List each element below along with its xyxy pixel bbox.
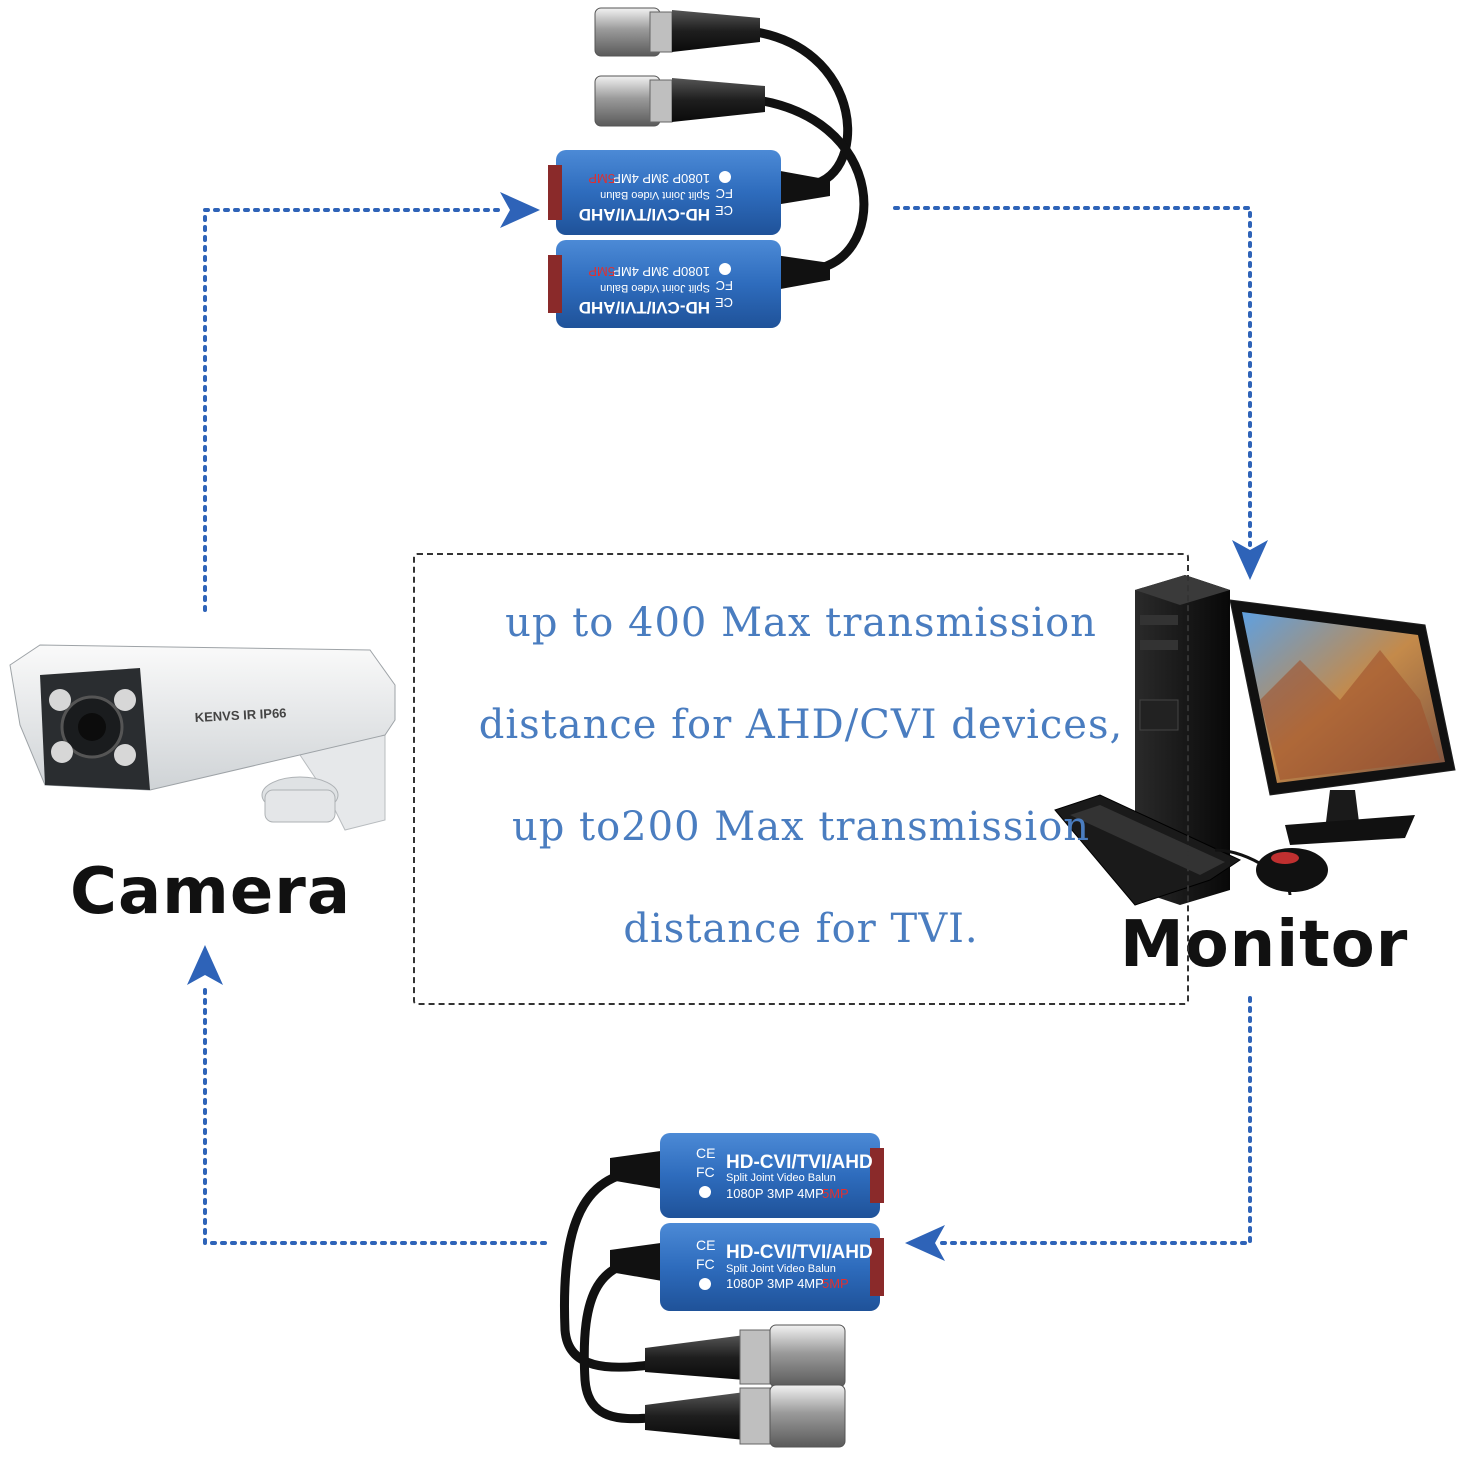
balun-pair-top: HD-CVI/TVI/AHD Split Joint Video Balun 1…: [548, 7, 869, 328]
camera-label: Camera: [70, 855, 351, 929]
balun-subtitle-text: Split Joint Video Balun: [600, 189, 710, 201]
balun-model-text: HD-CVI/TVI/AHD: [726, 1242, 873, 1263]
info-line-4: distance for TVI.: [623, 906, 979, 952]
fc-mark-icon: FC: [696, 1164, 715, 1180]
info-line-1: up to 400 Max transmission: [505, 600, 1097, 646]
info-line-2: distance for AHD/CVI devices,: [478, 702, 1124, 748]
balun-highlight-text: 5MP: [588, 264, 615, 279]
balun-subtitle-text: Split Joint Video Balun: [726, 1263, 836, 1275]
transmission-info-box: up to 400 Max transmission distance for …: [413, 553, 1189, 1005]
balun-resolution-text: 1080P 3MP 4MP: [726, 1186, 824, 1201]
balun-subtitle-text: Split Joint Video Balun: [726, 1172, 836, 1184]
fc-mark-icon: FC: [716, 278, 733, 293]
arrowhead-icon: [500, 192, 540, 228]
arrowhead-icon: [1232, 540, 1268, 580]
balun-model-text: HD-CVI/TVI/AHD: [579, 298, 710, 317]
balun-model-text: HD-CVI/TVI/AHD: [579, 205, 710, 224]
ce-mark-icon: CE: [715, 203, 733, 218]
balun-highlight-text: 5MP: [822, 1186, 849, 1201]
info-line-3: up to200 Max transmission: [511, 804, 1091, 850]
balun-unit: HD-CVI/TVI/AHD Split Joint Video Balun 1…: [548, 150, 830, 235]
balun-pair-bottom: HD-CVI/TVI/AHD Split Joint Video Balun 1…: [559, 1133, 884, 1448]
bnc-connector-icon: [594, 7, 760, 57]
fc-mark-icon: FC: [696, 1256, 715, 1272]
check-mark-icon: [719, 171, 731, 183]
edge-balun-top-to-monitor: [893, 206, 1268, 580]
bnc-connector-icon: [645, 1324, 846, 1388]
balun-subtitle-text: Split Joint Video Balun: [600, 282, 710, 294]
ce-mark-icon: CE: [696, 1237, 715, 1253]
edge-monitor-to-balun-bottom: [905, 996, 1252, 1261]
arrowhead-icon: [187, 945, 223, 985]
balun-model-text: HD-CVI/TVI/AHD: [726, 1152, 873, 1173]
ce-mark-icon: CE: [696, 1145, 715, 1161]
balun-resolution-text: 1080P 3MP 4MP: [726, 1276, 824, 1291]
camera-housing-text: KENVS IR IP66: [194, 705, 286, 725]
edge-camera-to-balun-top: [203, 192, 540, 612]
bnc-connector-icon: [594, 75, 765, 127]
computer-icon: [1054, 575, 1456, 906]
edge-balun-bottom-to-camera: [187, 945, 547, 1245]
balun-unit: HD-CVI/TVI/AHD Split Joint Video Balun 1…: [548, 240, 830, 328]
fc-mark-icon: FC: [716, 186, 733, 201]
balun-resolution-text: 1080P 3MP 4MP: [612, 171, 710, 186]
bnc-connector-icon: [645, 1384, 846, 1448]
balun-highlight-text: 5MP: [588, 171, 615, 186]
balun-resolution-text: 1080P 3MP 4MP: [612, 264, 710, 279]
camera-icon: KENVS IR IP66: [9, 644, 396, 831]
balun-highlight-text: 5MP: [822, 1276, 849, 1291]
balun-unit: HD-CVI/TVI/AHD Split Joint Video Balun 1…: [610, 1223, 884, 1311]
check-mark-icon: [719, 263, 731, 275]
check-mark-icon: [699, 1186, 711, 1198]
check-mark-icon: [699, 1278, 711, 1290]
balun-unit: HD-CVI/TVI/AHD Split Joint Video Balun 1…: [610, 1133, 884, 1218]
ce-mark-icon: CE: [715, 295, 733, 310]
monitor-label: Monitor: [1120, 908, 1409, 982]
arrowhead-icon: [905, 1225, 945, 1261]
